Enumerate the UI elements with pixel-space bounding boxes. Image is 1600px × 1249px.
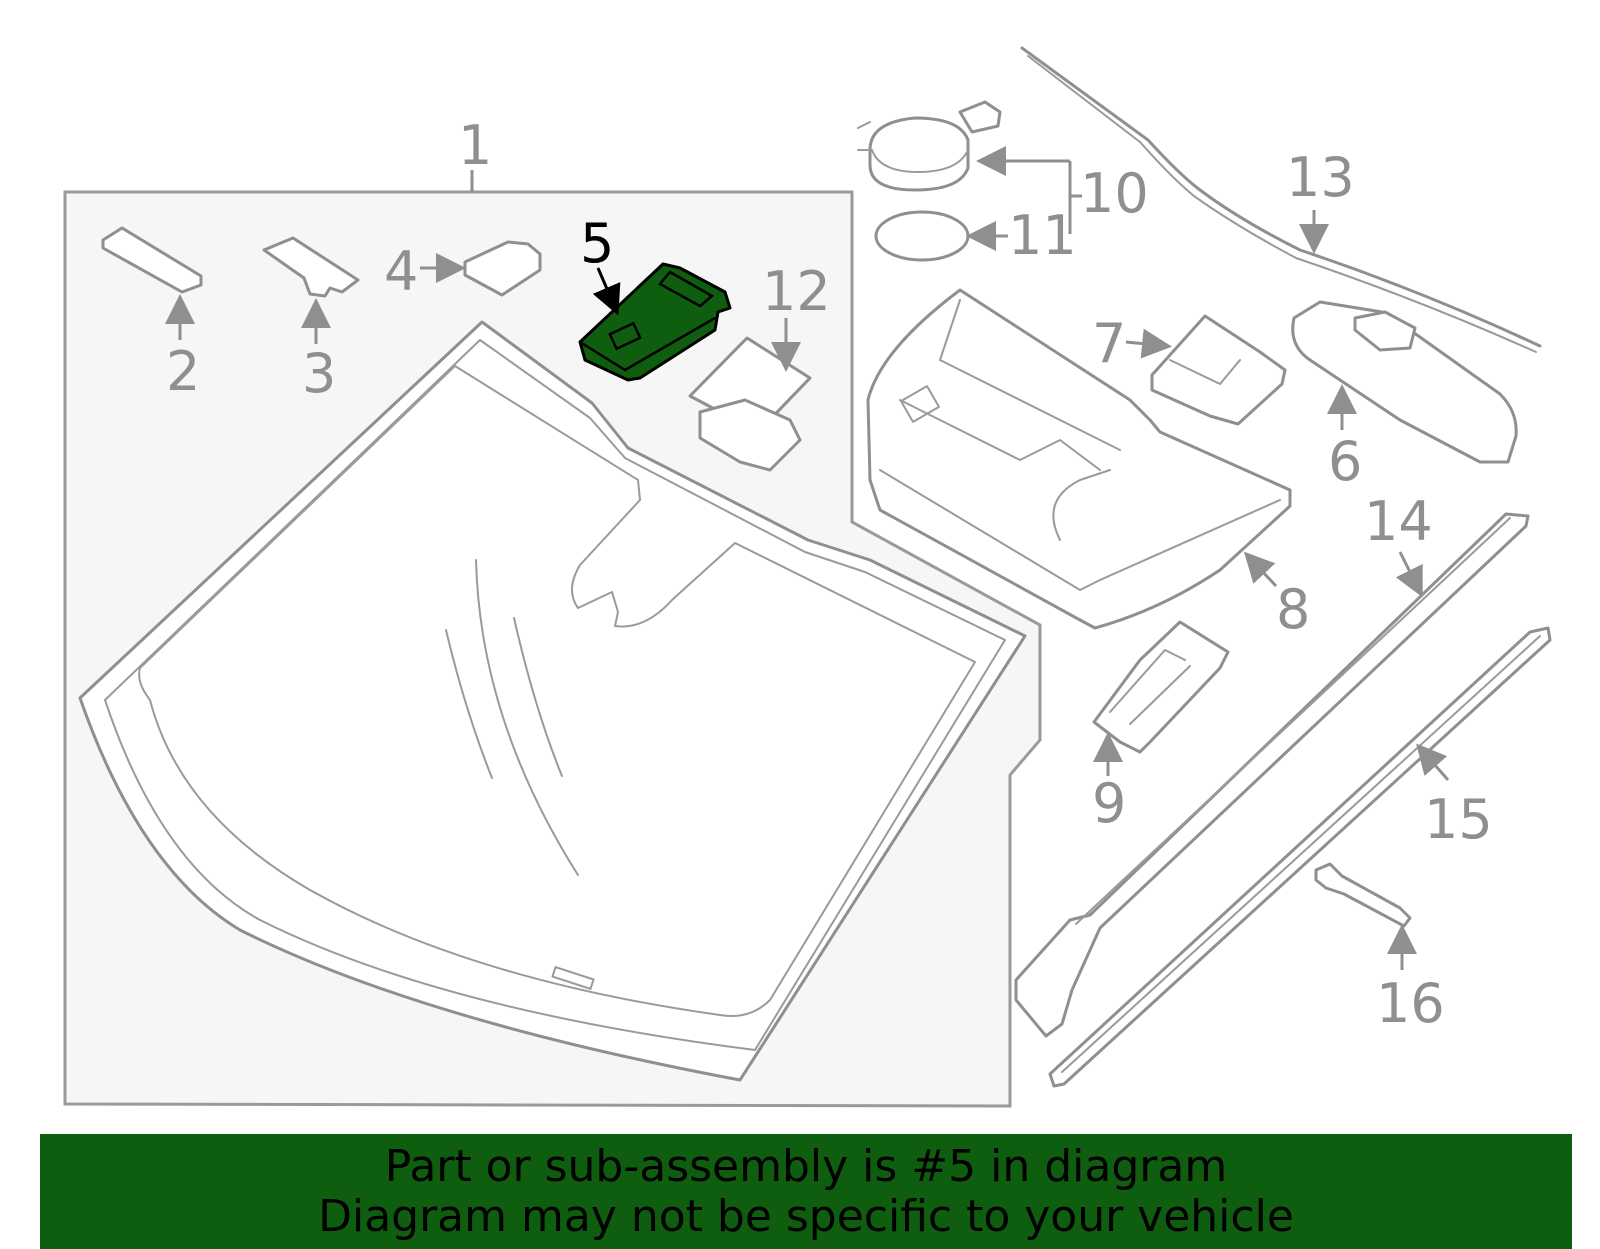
callout-14: 14 (1364, 490, 1433, 553)
callout-9: 9 (1092, 772, 1126, 835)
part-3-shape (262, 236, 360, 298)
part-4-shape (463, 240, 542, 297)
part-13-shape (1020, 46, 1542, 348)
callout-12: 12 (762, 260, 831, 323)
callout-2: 2 (166, 340, 200, 403)
callout-4: 4 (384, 240, 418, 303)
banner-line-2: Diagram may not be specific to your vehi… (318, 1191, 1294, 1242)
part-7-shape (1150, 314, 1287, 426)
callout-1: 1 (458, 114, 492, 177)
part-6-shape (1291, 300, 1518, 464)
part-14-shape (1014, 512, 1530, 1038)
callout-8: 8 (1276, 578, 1310, 641)
callout-10: 10 (1080, 162, 1149, 225)
callout-7: 7 (1092, 312, 1126, 375)
windshield-part (78, 320, 1027, 1082)
callout-16: 16 (1376, 972, 1445, 1035)
part-5-highlighted[interactable] (578, 262, 732, 382)
part-11-shape (874, 210, 970, 262)
callout-3: 3 (302, 342, 336, 405)
part-9-shape (1092, 620, 1230, 754)
callout-13: 13 (1286, 146, 1355, 209)
callout-6: 6 (1328, 430, 1362, 493)
part-10-shape (857, 100, 1002, 192)
part-8-shape (866, 288, 1292, 630)
callout-5: 5 (580, 212, 614, 275)
part-15-shape (1048, 626, 1552, 1088)
callout-11: 11 (1008, 204, 1077, 267)
banner-line-1: Part or sub-assembly is #5 in diagram (384, 1141, 1228, 1192)
part-16-shape (1314, 862, 1412, 928)
callout-15: 15 (1424, 788, 1493, 851)
info-banner: Part or sub-assembly is #5 in diagram Di… (40, 1134, 1572, 1249)
part-2-shape (101, 226, 203, 294)
